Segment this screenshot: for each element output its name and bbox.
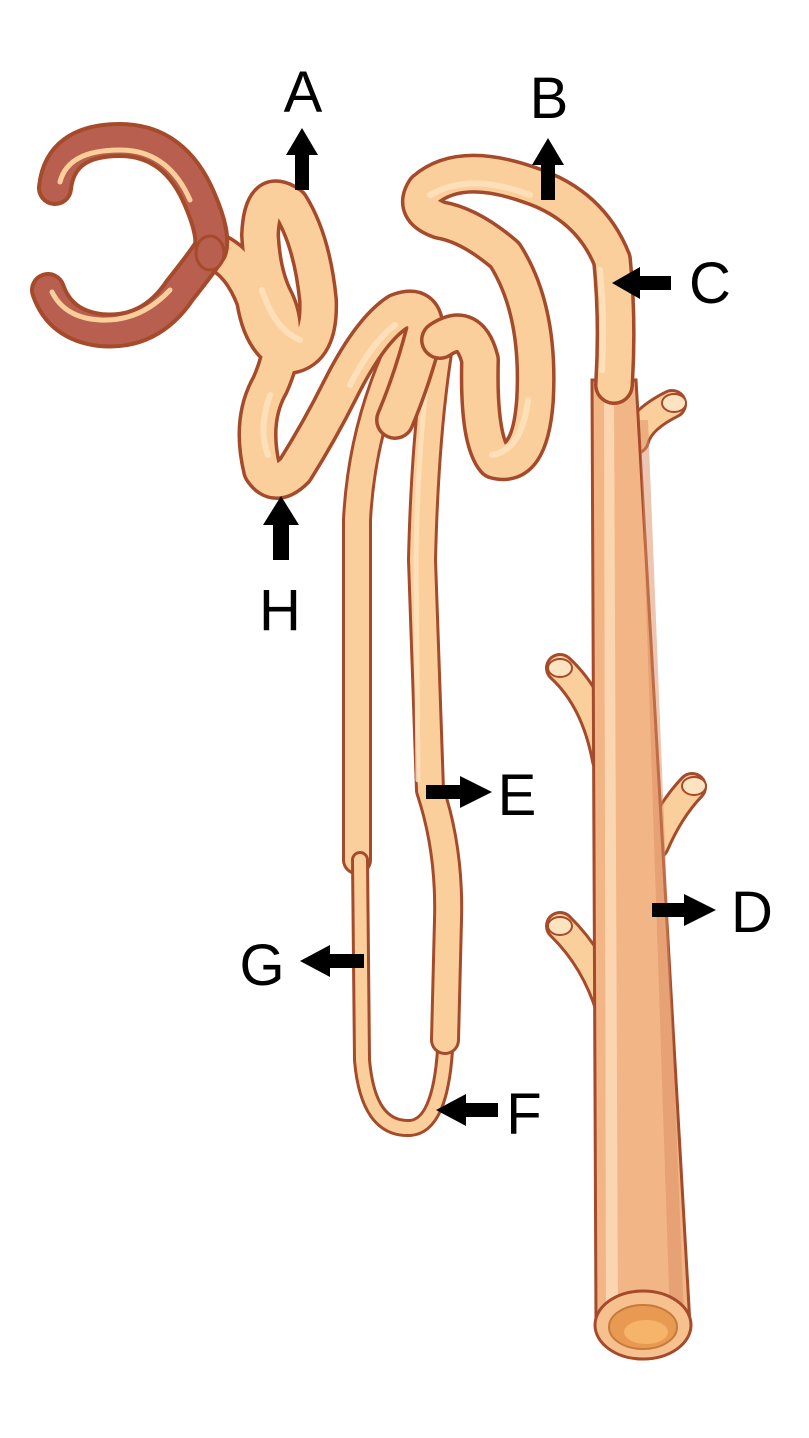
label-d: D — [731, 880, 773, 945]
arrow-h — [263, 496, 299, 560]
arrow-a — [286, 128, 318, 190]
proximal-convoluted-tubule — [192, 179, 445, 500]
label-a: A — [284, 60, 323, 125]
bowmans-capsule — [30, 122, 230, 349]
arrow-b — [532, 138, 564, 200]
label-c: C — [689, 251, 731, 316]
label-b: B — [530, 66, 569, 131]
label-e: E — [498, 763, 537, 828]
labels: A B C D E F G H — [239, 60, 773, 1147]
label-h: H — [259, 578, 301, 643]
loop-of-henle — [342, 315, 464, 1137]
distal-convoluted-tubule — [401, 153, 636, 482]
arrow-c — [612, 267, 671, 299]
arrow-f — [436, 1094, 498, 1126]
arrow-d — [652, 894, 716, 926]
collecting-duct — [545, 378, 707, 1361]
arrow-g — [300, 945, 364, 977]
arrow-e — [426, 776, 492, 808]
label-f: F — [506, 1082, 541, 1147]
arrows — [263, 128, 716, 1126]
label-g: G — [239, 933, 284, 998]
